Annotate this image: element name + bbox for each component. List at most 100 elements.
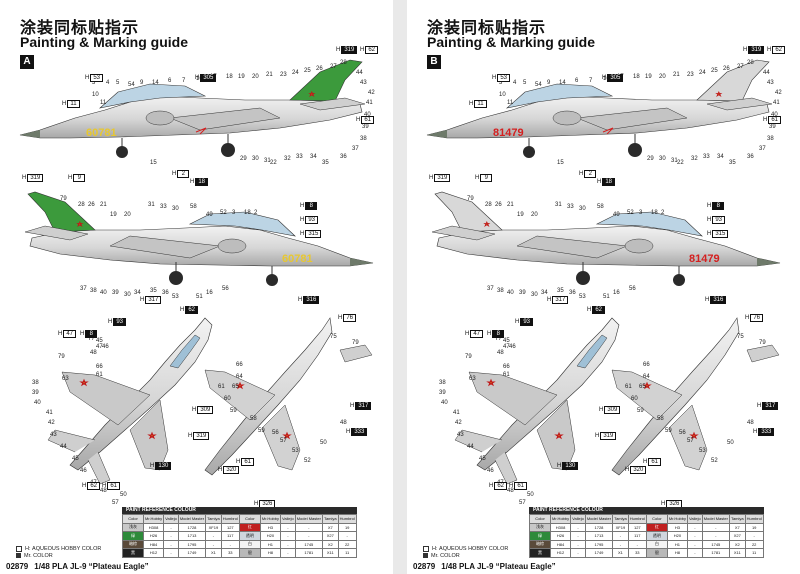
wing-star [554, 431, 564, 440]
scheme-a-sheet: 涂装同标贴指示 Painting & Marking guide A [0, 0, 393, 574]
aircraft-drawings: 60781 60781 [19, 59, 374, 485]
callout-number: 15 [150, 160, 157, 166]
callout-number: 56 [222, 286, 229, 292]
right-wing [668, 404, 708, 471]
paint-code-prefix: H [469, 101, 474, 107]
callout-number: 34 [541, 290, 548, 296]
paint-table-header: Tamiya [205, 514, 222, 524]
callout-number: 79 [465, 354, 472, 360]
paint-code-prefix: H [254, 501, 259, 507]
paint-table-header: Tamiya [612, 514, 629, 524]
callout-number: 66 [503, 364, 510, 370]
paint-code-number: 53 [90, 74, 104, 82]
paint-code-prefix: H [298, 297, 303, 303]
paint-table-cell: 117 [220, 531, 240, 541]
paint-table-cell: H20 [259, 531, 282, 541]
callout-number: 65 [232, 384, 239, 390]
callout-number: 40 [507, 290, 514, 296]
callout-number: 39 [112, 290, 119, 296]
paint-table-header: Model Master [584, 514, 614, 524]
paint-table-cell: - [570, 548, 586, 558]
callout-number: 44 [467, 444, 474, 450]
callout-number: 75 [737, 334, 744, 340]
paint-table-cell: - [205, 539, 222, 549]
paint-code-prefix: H [108, 319, 113, 325]
callout-number: 66 [96, 364, 103, 370]
callout-number: 20 [659, 74, 666, 80]
paint-code-prefix: H [547, 297, 552, 303]
legend-mr-color: Mr. COLOR [431, 552, 460, 559]
callout-number: 63 [469, 376, 476, 382]
paint-code-prefix: H [68, 175, 73, 181]
paint-table-cell: 19 [337, 522, 357, 532]
paint-table-cell: H84 [142, 539, 165, 549]
paint-table-header: Tamiya [728, 514, 746, 524]
paint-table-cell: H308 [142, 522, 165, 532]
paint-table-header: Vallejo [687, 514, 703, 524]
paint-code-number: 11 [67, 100, 80, 108]
callout-number: 21 [100, 202, 107, 208]
callout-number: 49 [206, 212, 213, 218]
callout-number: 21 [507, 202, 514, 208]
paint-table-cell: 1795 [584, 539, 614, 549]
paint-table-cell: - [570, 522, 586, 532]
aqueous-swatch [423, 545, 429, 552]
paint-code-prefix: H [192, 407, 197, 413]
callout-number: 59 [258, 428, 265, 434]
paint-code-number: 317 [145, 296, 162, 304]
paint-code-number: 305 [200, 74, 217, 82]
callout-number: 54 [535, 82, 542, 88]
paint-code-number: 317 [762, 402, 779, 410]
paint-table-header: Humbrol [337, 514, 357, 524]
nose-cone [20, 130, 40, 138]
callout-number: 53 [579, 294, 586, 300]
callout-number: 50 [527, 492, 534, 498]
callout-number: 6 [575, 78, 579, 84]
callout-number: 18 [244, 210, 251, 216]
callout-number: 58 [250, 416, 257, 422]
paint-legend: H: AQUEOUS HOBBY COLOR Mr. COLOR [16, 545, 101, 559]
callout-number: 36 [340, 154, 347, 160]
callout-number: 43 [360, 80, 367, 86]
paint-code-prefix: H [595, 433, 600, 439]
paint-code-number: 18 [602, 178, 616, 186]
paint-code-prefix: H [218, 467, 223, 473]
canopy [98, 83, 207, 109]
paint-table-cell: - [280, 548, 296, 558]
callout-number: 59 [665, 428, 672, 434]
paint-code-prefix: H [300, 203, 305, 209]
callout-number: 23 [687, 72, 694, 78]
wing-star [235, 381, 245, 390]
color-chip: 白 [645, 539, 668, 549]
canopy [169, 334, 201, 369]
callout-number: 56 [629, 286, 636, 292]
top-view [47, 317, 213, 485]
paint-code-number: 333 [351, 428, 368, 436]
callout-number: 21 [673, 72, 680, 78]
callout-number: 40 [771, 112, 778, 118]
serial-number: 81479 [689, 253, 720, 265]
paint-table-cell: - [627, 539, 647, 549]
callout-number: 59 [230, 408, 237, 414]
callout-number: 4 [513, 80, 517, 86]
paint-code-number: 61 [361, 116, 375, 124]
paint-table-cell: - [744, 531, 764, 541]
paint-table-cell: X27 [321, 531, 339, 541]
paint-code-prefix: H [300, 231, 305, 237]
paint-code-prefix: H [150, 463, 155, 469]
paint-table-cell: X1 [205, 548, 222, 558]
